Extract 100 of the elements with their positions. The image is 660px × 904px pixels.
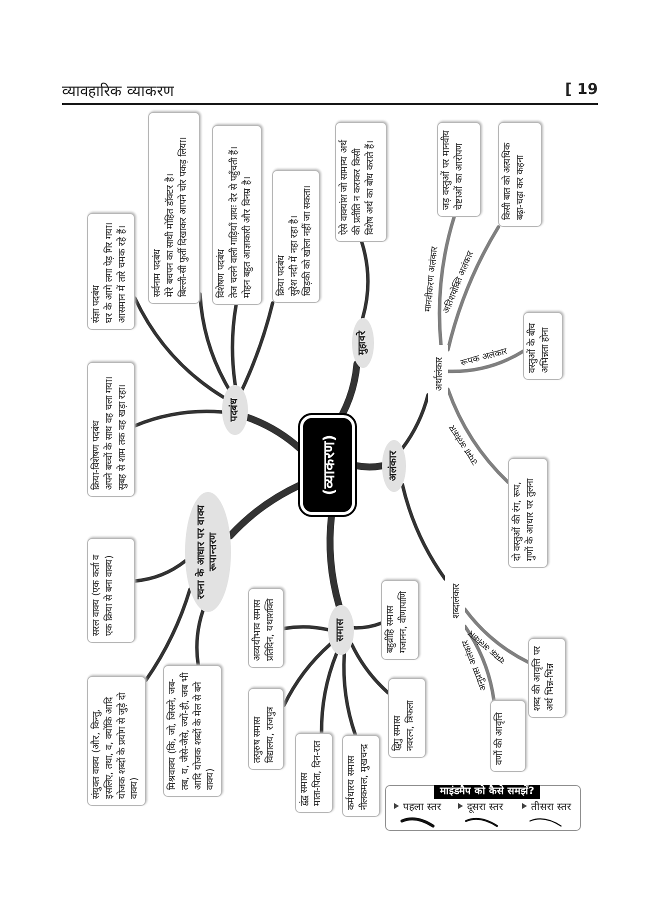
- note-box: [87, 362, 135, 497]
- node-text: प्रतिदिन, यथाशक्ति: [264, 598, 277, 661]
- box-heading: तत्पुरुष समास: [252, 716, 264, 763]
- branch-line: [446, 388, 510, 484]
- node-text: वस्तुओं के बीच अभिन्नता होना: [527, 322, 552, 373]
- node-text: माता-पिता, दिन-रात: [312, 740, 324, 806]
- branch-line: [230, 303, 238, 387]
- node-text: सुरेश नदी में नहा रहा है।: [288, 214, 301, 296]
- legend-label: तीसरा स्तर: [531, 800, 572, 813]
- node-text: रचना के आधार पर वाक्य रूपान्तरण: [196, 504, 220, 602]
- box-heading: बहुव्रीहि समास: [385, 604, 397, 653]
- note-box: [295, 733, 333, 813]
- node-text: मोहन बहुत आज्ञाकारी और विनम्र है।: [242, 174, 254, 298]
- node-text: नीलकमल, मुखचन्द्र: [358, 742, 371, 810]
- node-text: सुबह से शाम तक वह खड़ा रहा।: [116, 382, 129, 490]
- branch-line: [144, 588, 192, 682]
- box-heading: अव्ययीभाव समास: [252, 598, 264, 661]
- note-box: [87, 676, 146, 806]
- box-heading: द्वंद्व समास: [299, 772, 311, 806]
- branch-oval: [328, 605, 354, 655]
- branch-line: [195, 608, 205, 667]
- branch-line: [360, 240, 370, 320]
- node-text: अलंकार: [388, 451, 400, 481]
- node-text: किसी बात को अत्यधिक बढ़ा-चढ़ा कर कहना: [502, 142, 527, 220]
- branch-line: [352, 621, 383, 630]
- node-text: घर के आगे लगा पेड़ गिर गया।: [104, 220, 116, 323]
- branch-line: [463, 624, 496, 702]
- note-box: [248, 588, 284, 668]
- box-heading: कर्मधारय समास: [346, 754, 358, 810]
- box-heading: क्रिया-विशेषण पदबंध: [91, 420, 103, 490]
- node-text: दो वस्तुओं की रंग, रूप, गुणों के आधार पर तुलना: [512, 477, 537, 561]
- branch-line: [240, 301, 274, 392]
- note-box: [437, 122, 481, 217]
- note-box: [148, 112, 200, 304]
- box-heading: क्रिया पदबंध: [276, 254, 288, 296]
- branch-line: [463, 608, 530, 664]
- note-box: [528, 638, 566, 718]
- topic-box: [300, 415, 355, 515]
- branch-line: [282, 642, 332, 707]
- node-text: मिश्रवाक्य (कि, जो, जिसने, जब-तब, य, जैसे-जैसे, ज्यों-ही, जब भी आदि योजक शब्दों के मेल से बने वाक्य): [167, 672, 218, 790]
- node-text: खिड़की को खोला नहीं जा सकता।: [302, 184, 314, 296]
- branch-line: [400, 482, 447, 581]
- branch-oval: [382, 440, 406, 492]
- box-heading: संज्ञा पदबंध: [91, 284, 103, 323]
- note-box: [523, 312, 563, 380]
- box-heading: सर्वनाम पदबंध: [152, 248, 164, 297]
- branch-line: [446, 350, 525, 374]
- node-text: (व्याकरण): [318, 434, 338, 496]
- branch-line: [400, 393, 430, 450]
- note-box: [342, 735, 380, 817]
- note-box: [388, 678, 426, 758]
- page-number: [ 19: [565, 80, 598, 98]
- note-box: [163, 665, 222, 797]
- branch-line: [350, 642, 390, 694]
- box-heading: द्विगु समास: [392, 714, 404, 751]
- note-box: [248, 688, 284, 770]
- branch-line: [320, 652, 338, 735]
- node-text: मेरे बचपन का साथी मोहित डॉक्टर है।: [164, 172, 177, 297]
- branch-line: [438, 215, 456, 347]
- note-box: [381, 580, 419, 660]
- legend-label: दूसरा स्तर: [467, 801, 504, 813]
- edge-label: रूपक अलंकार: [459, 346, 510, 370]
- branch-line: [342, 652, 358, 737]
- node-text: सरल वाक्य (एक कर्ता व एक क्रिया से बना वाक्य): [91, 554, 116, 636]
- note-box: [87, 213, 135, 330]
- node-text: संयुक्त वाक्य (और, किन्तु, इसलिए, तथा, व, क्योंकि आदि योजक शब्दों के प्रयोग से जुड़े दो वाक्य): [91, 691, 142, 799]
- legend-heading: माइंडमैप को कैसे समझें?: [434, 785, 540, 799]
- node-text: समास: [334, 618, 347, 642]
- branch-oval: [222, 385, 248, 435]
- node-text: पदबंध: [228, 398, 241, 422]
- note-box: [272, 170, 320, 303]
- node-text: ऐसे वाक्यांश जो सामान्य अर्थ की प्रतीति न कराकर किसी विशेष अर्थ का बोध कराते हैं।: [339, 138, 377, 235]
- note-box: [508, 458, 548, 568]
- branch-line: [198, 292, 230, 390]
- box-heading: विशेषण पदबंध: [216, 248, 228, 298]
- branch-oval: [352, 318, 374, 368]
- node-text: आसमान में तारे चमक रहे हैं।: [116, 224, 129, 323]
- note-box: [87, 538, 135, 643]
- node-text: अपने बच्चों के साथ वह चला गया।: [104, 374, 116, 490]
- node-text: शब्दालंकार: [450, 584, 462, 618]
- node-text: जड़ वस्तुओं पर मानवीय चेष्टाओं का आरोपण: [441, 129, 466, 210]
- node-text: विद्यालय, राजपुत्र: [264, 706, 277, 763]
- branch-line: [133, 296, 226, 400]
- note-box: [498, 122, 542, 227]
- node-text: मुहावरे: [356, 331, 369, 355]
- branch-line: [133, 559, 187, 583]
- node-text: वर्णों की आवृत्ति: [494, 710, 506, 765]
- legend-label: पहला स्तर: [403, 801, 442, 813]
- node-text: अर्थालंकार: [432, 357, 444, 391]
- edge-label: मानवीकरण अलंकार: [423, 245, 442, 315]
- branch-line: [282, 625, 330, 632]
- node-text: गजानन, वीणापाणि: [398, 590, 410, 653]
- node-text: शब्द की आवृत्ति पर अर्थ भिन्न-भिन्न: [532, 645, 557, 711]
- branch-line: [133, 410, 224, 428]
- node-text: तेज चलने वाली गाड़ियाँ प्रायः देर से पहुँचती हैं।: [228, 144, 241, 298]
- page-title: व्यावहारिक व्याकरण: [62, 81, 174, 100]
- node-text: नवरत्न, त्रिफला: [404, 699, 417, 751]
- node-text: बिल्ली-सी फुर्ती दिखाकर आपने चोर पकड़ लिया।: [178, 135, 190, 297]
- note-box: [212, 125, 262, 305]
- branch-line: [446, 225, 500, 352]
